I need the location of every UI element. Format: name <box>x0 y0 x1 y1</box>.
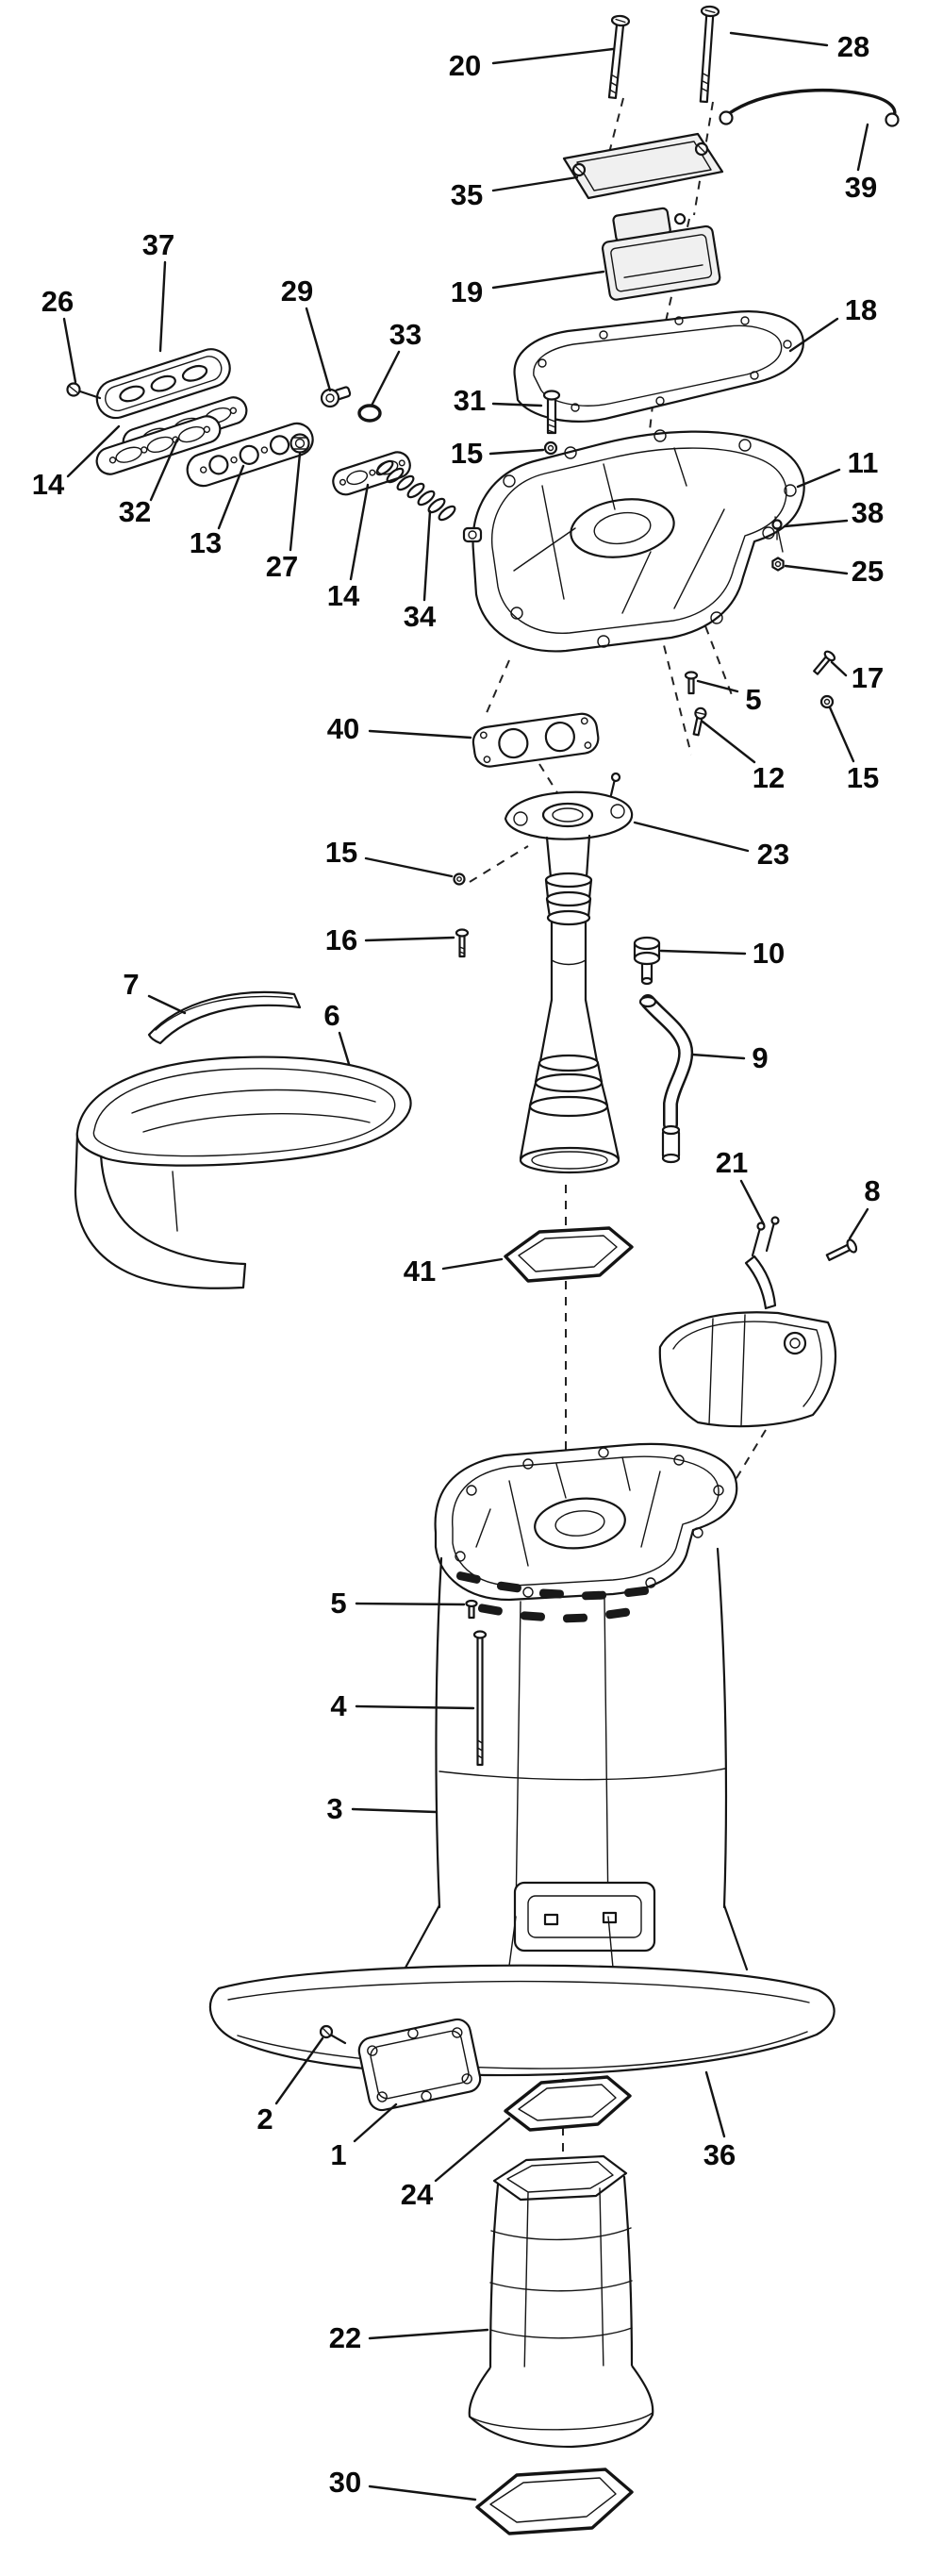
vent-slots <box>455 1571 650 1623</box>
power-pack-drawing-19 <box>601 207 721 301</box>
bolt-drawing-8 <box>825 1238 858 1262</box>
gasket-drawing-30 <box>475 2468 634 2535</box>
fitting-drawing-27 <box>290 433 310 454</box>
spring-drawing-34 <box>375 459 456 522</box>
gasket-drawing-40 <box>472 712 600 768</box>
upper-housing-drawing-11 <box>462 429 805 653</box>
link-wire-drawing-39 <box>719 89 900 127</box>
screw-drawing-5b <box>465 1599 478 1620</box>
water-tube-drawing-23 <box>504 772 634 1174</box>
bolt-drawing-20 <box>607 14 631 100</box>
gasket-drawing-18 <box>513 310 804 423</box>
washer-drawing-15a <box>543 440 558 456</box>
exhaust-tube-drawing-22 <box>468 2154 654 2449</box>
bolt-drawing-16 <box>455 928 470 958</box>
seal-strip-drawing-7 <box>147 990 302 1045</box>
gasket-drawing-41 <box>504 1226 634 1283</box>
module-plate-drawing-35 <box>562 132 724 200</box>
gasket-drawing-24 <box>504 2075 632 2132</box>
small-hardware-right-cluster <box>684 519 836 737</box>
bracket-drawing-21 <box>658 1216 837 1428</box>
lower-cowl-drawing-6 <box>74 1055 412 1289</box>
screw-drawing-2 <box>319 2024 347 2045</box>
bolt-drawing-28 <box>699 5 720 104</box>
bolt-drawing-26 <box>66 382 102 400</box>
washer-drawing-15c <box>453 873 466 886</box>
driveshaft-housing-drawing-3 <box>208 1442 835 2077</box>
grommet-drawing-10 <box>633 936 661 986</box>
bolt-drawing-31 <box>542 390 561 435</box>
bolt-drawing-4 <box>472 1630 488 1767</box>
plug-drawing-29 <box>320 386 352 408</box>
manifold-cover-drawing-37 <box>95 348 231 420</box>
o-ring-drawing-33 <box>357 404 382 423</box>
hose-drawing-9 <box>638 994 694 1164</box>
cover-plate-drawing-1 <box>357 2018 482 2112</box>
